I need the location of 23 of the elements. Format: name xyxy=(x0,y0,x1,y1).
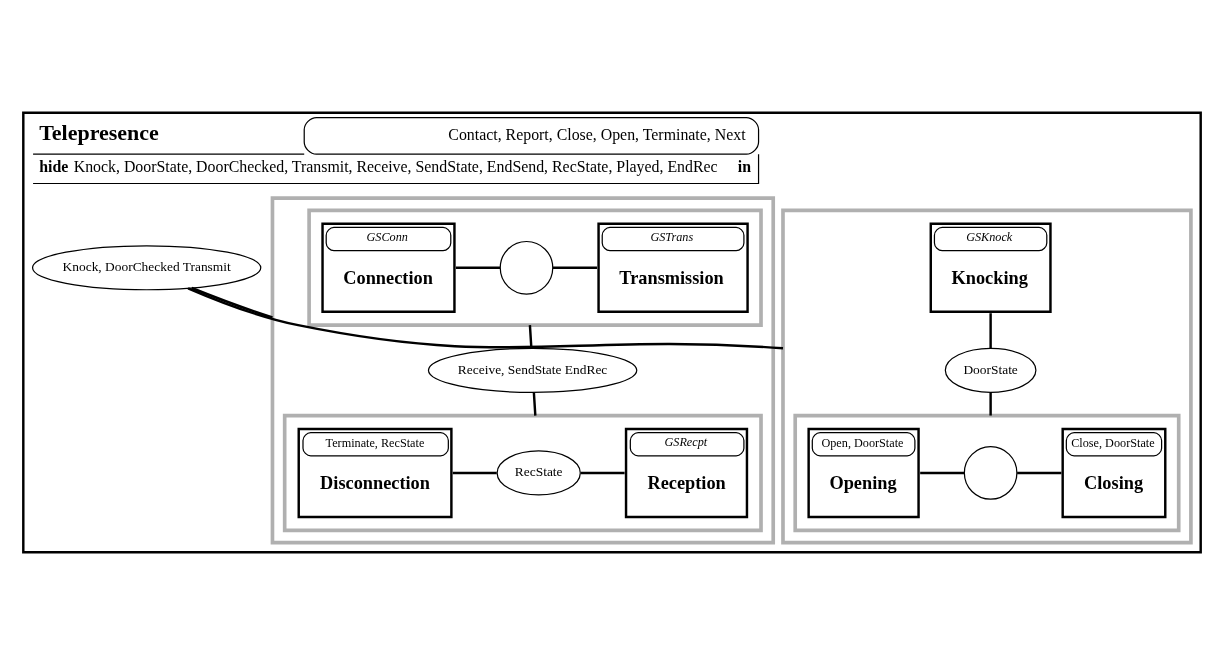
connector xyxy=(187,287,784,350)
connector xyxy=(989,313,992,349)
connector xyxy=(552,266,597,269)
connector xyxy=(455,266,501,269)
node-ellipse: Knock, DoorChecked Transmit xyxy=(31,245,262,291)
node-circle xyxy=(963,446,1018,500)
node-ellipse: DoorState xyxy=(944,347,1037,393)
cluster xyxy=(270,196,776,545)
connector xyxy=(532,392,537,416)
connector xyxy=(528,325,533,349)
connector xyxy=(989,392,992,416)
cluster xyxy=(781,208,1193,545)
node-ellipse: RecState xyxy=(496,450,581,496)
node-ellipse: Receive, SendState EndRec xyxy=(427,347,638,393)
connector xyxy=(1017,471,1062,475)
connector xyxy=(920,471,965,475)
connector xyxy=(191,286,273,319)
cluster xyxy=(793,413,1181,533)
connector xyxy=(580,471,625,475)
node-circle xyxy=(499,240,554,295)
cluster xyxy=(307,208,763,327)
connector xyxy=(452,471,497,475)
cluster xyxy=(282,413,763,533)
